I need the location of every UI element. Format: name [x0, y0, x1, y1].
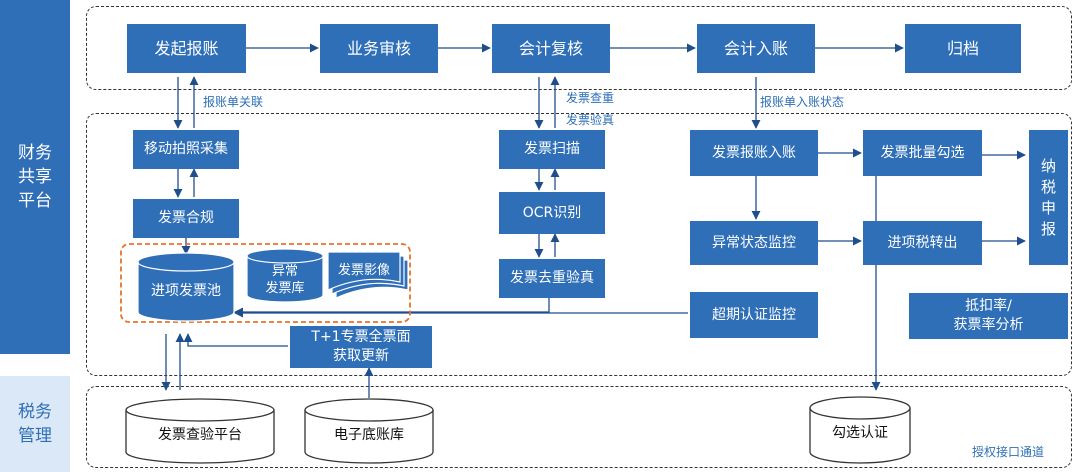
claim-link-label: 报账单关联 — [203, 95, 264, 109]
verify-platform-cylinder — [125, 398, 275, 464]
archive-box: 归档 — [905, 24, 1021, 73]
ocr-box: OCR识别 — [499, 192, 605, 234]
input-invoice-pool-cylinder — [137, 252, 235, 322]
top-flow-zone — [86, 6, 1072, 90]
finance-platform-label: 财务 共享 平台 — [0, 0, 70, 354]
select-cert-label: 勾选认证 — [832, 425, 888, 441]
business-review-box: 业务审核 — [320, 24, 438, 73]
deduction-analysis-box: 抵扣率/ 获票率分析 — [909, 293, 1068, 339]
t1-update-box: T+1专票全票面 获取更新 — [290, 326, 432, 368]
abnormal-monitor-box: 异常状态监控 — [690, 221, 818, 265]
select-cert-cylinder — [809, 396, 911, 464]
dedup-verify-box: 发票去重验真 — [499, 259, 605, 298]
invoice-pool-highlight — [120, 243, 411, 323]
invoice-image-label: 发票影像 — [337, 263, 390, 278]
mobile-capture-box: 移动拍照采集 — [133, 130, 239, 169]
batch-select-box: 发票批量勾选 — [863, 130, 982, 176]
tax-management-label: 税务 管理 — [0, 376, 70, 472]
invoice-scan-box: 发票扫描 — [499, 130, 605, 169]
tax-filing-box: 纳 税 申 报 — [1029, 130, 1068, 265]
e-ledger-label: 电子底账库 — [334, 427, 404, 443]
invoice-verify-label: 发票验真 — [566, 113, 615, 127]
accounting-entry-box: 会计入账 — [697, 24, 815, 73]
abnormal-invoice-lib-label: 异常 发票库 — [265, 264, 305, 296]
overdue-monitor-box: 超期认证监控 — [690, 292, 818, 338]
t1-to-pool — [183, 333, 288, 347]
input-tax-transfer-box: 进项税转出 — [863, 221, 982, 265]
accounting-review-box: 会计复核 — [492, 24, 610, 73]
entry-status-label: 报账单入账状态 — [760, 95, 845, 109]
abnormal-invoice-lib-cylinder — [246, 248, 324, 303]
tax-zone — [86, 386, 1072, 468]
invoice-check-label: 发票查重 — [566, 91, 615, 105]
input-invoice-pool-label: 进项发票池 — [151, 283, 221, 299]
invoice-compliance-box: 发票合规 — [133, 199, 239, 238]
middle-process-zone — [86, 113, 1072, 376]
invoice-image-stack — [327, 251, 409, 299]
dedup-to-pool — [234, 298, 550, 317]
invoice-entry-box: 发票报账入账 — [690, 130, 818, 176]
auth-channel-label: 授权接口通道 — [972, 445, 1045, 459]
initiate-claim-box: 发起报账 — [127, 24, 246, 73]
e-ledger-cylinder — [304, 398, 434, 464]
verify-platform-label: 发票查验平台 — [158, 427, 242, 443]
